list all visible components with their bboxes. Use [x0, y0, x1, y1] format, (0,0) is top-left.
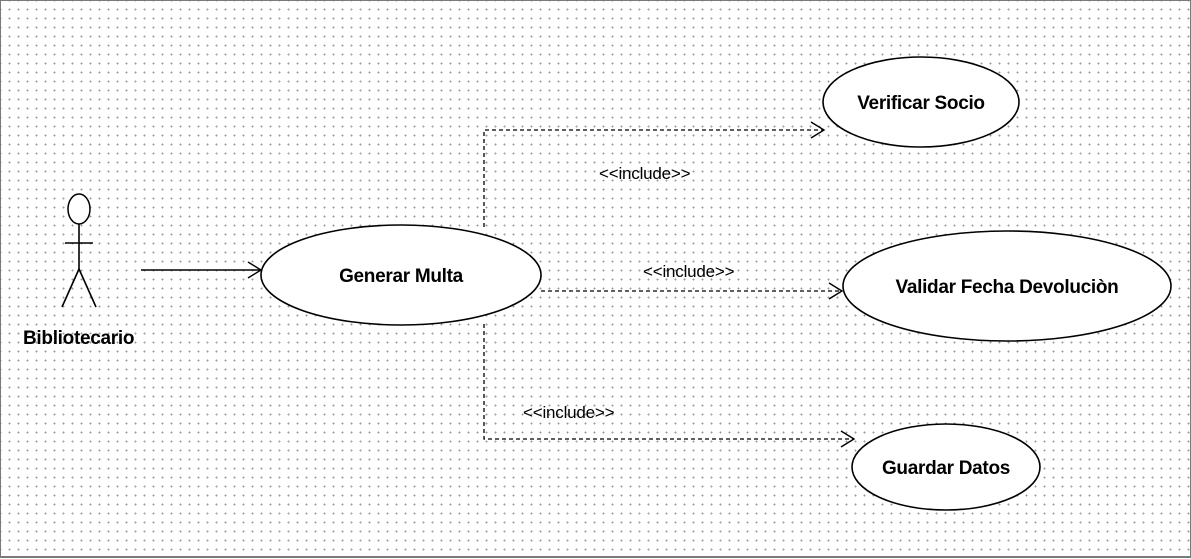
include-arrowhead: [840, 430, 856, 448]
include-verificar-socio[interactable]: <<include>>: [483, 121, 826, 227]
include-line: [483, 129, 824, 227]
actor-right-leg: [78, 268, 97, 308]
use-case-ellipse: [851, 423, 1041, 511]
actor-head: [67, 193, 91, 225]
use-case-label: Verificar Socio: [857, 93, 985, 114]
include-label: <<include>>: [599, 164, 691, 183]
use-case-validar-fecha-devolucion[interactable]: Validar Fecha Devoluciòn: [842, 230, 1172, 342]
use-case-label: Guardar Datos: [882, 458, 1010, 479]
use-case-verificar-socio[interactable]: Verificar Socio: [822, 56, 1020, 148]
use-case-label: Validar Fecha Devoluciòn: [896, 277, 1119, 298]
include-validar-fecha[interactable]: <<include>>: [541, 262, 844, 300]
association-actor-generar-multa[interactable]: [141, 261, 263, 279]
use-case-label: Generar Multa: [339, 266, 464, 287]
include-arrowhead: [828, 282, 844, 300]
include-label: <<include>>: [523, 403, 615, 422]
actor-bibliotecario[interactable]: Bibliotecario: [23, 193, 134, 349]
actor-label: Bibliotecario: [23, 328, 134, 349]
include-label: <<include>>: [643, 262, 735, 281]
use-case-guardar-datos[interactable]: Guardar Datos: [851, 423, 1041, 511]
include-guardar-datos[interactable]: <<include>>: [483, 324, 856, 448]
use-case-generar-multa[interactable]: Generar Multa: [260, 224, 542, 326]
actor-left-leg: [61, 268, 80, 308]
include-line: [483, 324, 854, 440]
use-case-ellipse: [822, 56, 1020, 148]
include-arrowhead: [810, 121, 826, 139]
use-case-ellipse: [260, 224, 542, 326]
use-case-ellipse: [842, 230, 1172, 342]
